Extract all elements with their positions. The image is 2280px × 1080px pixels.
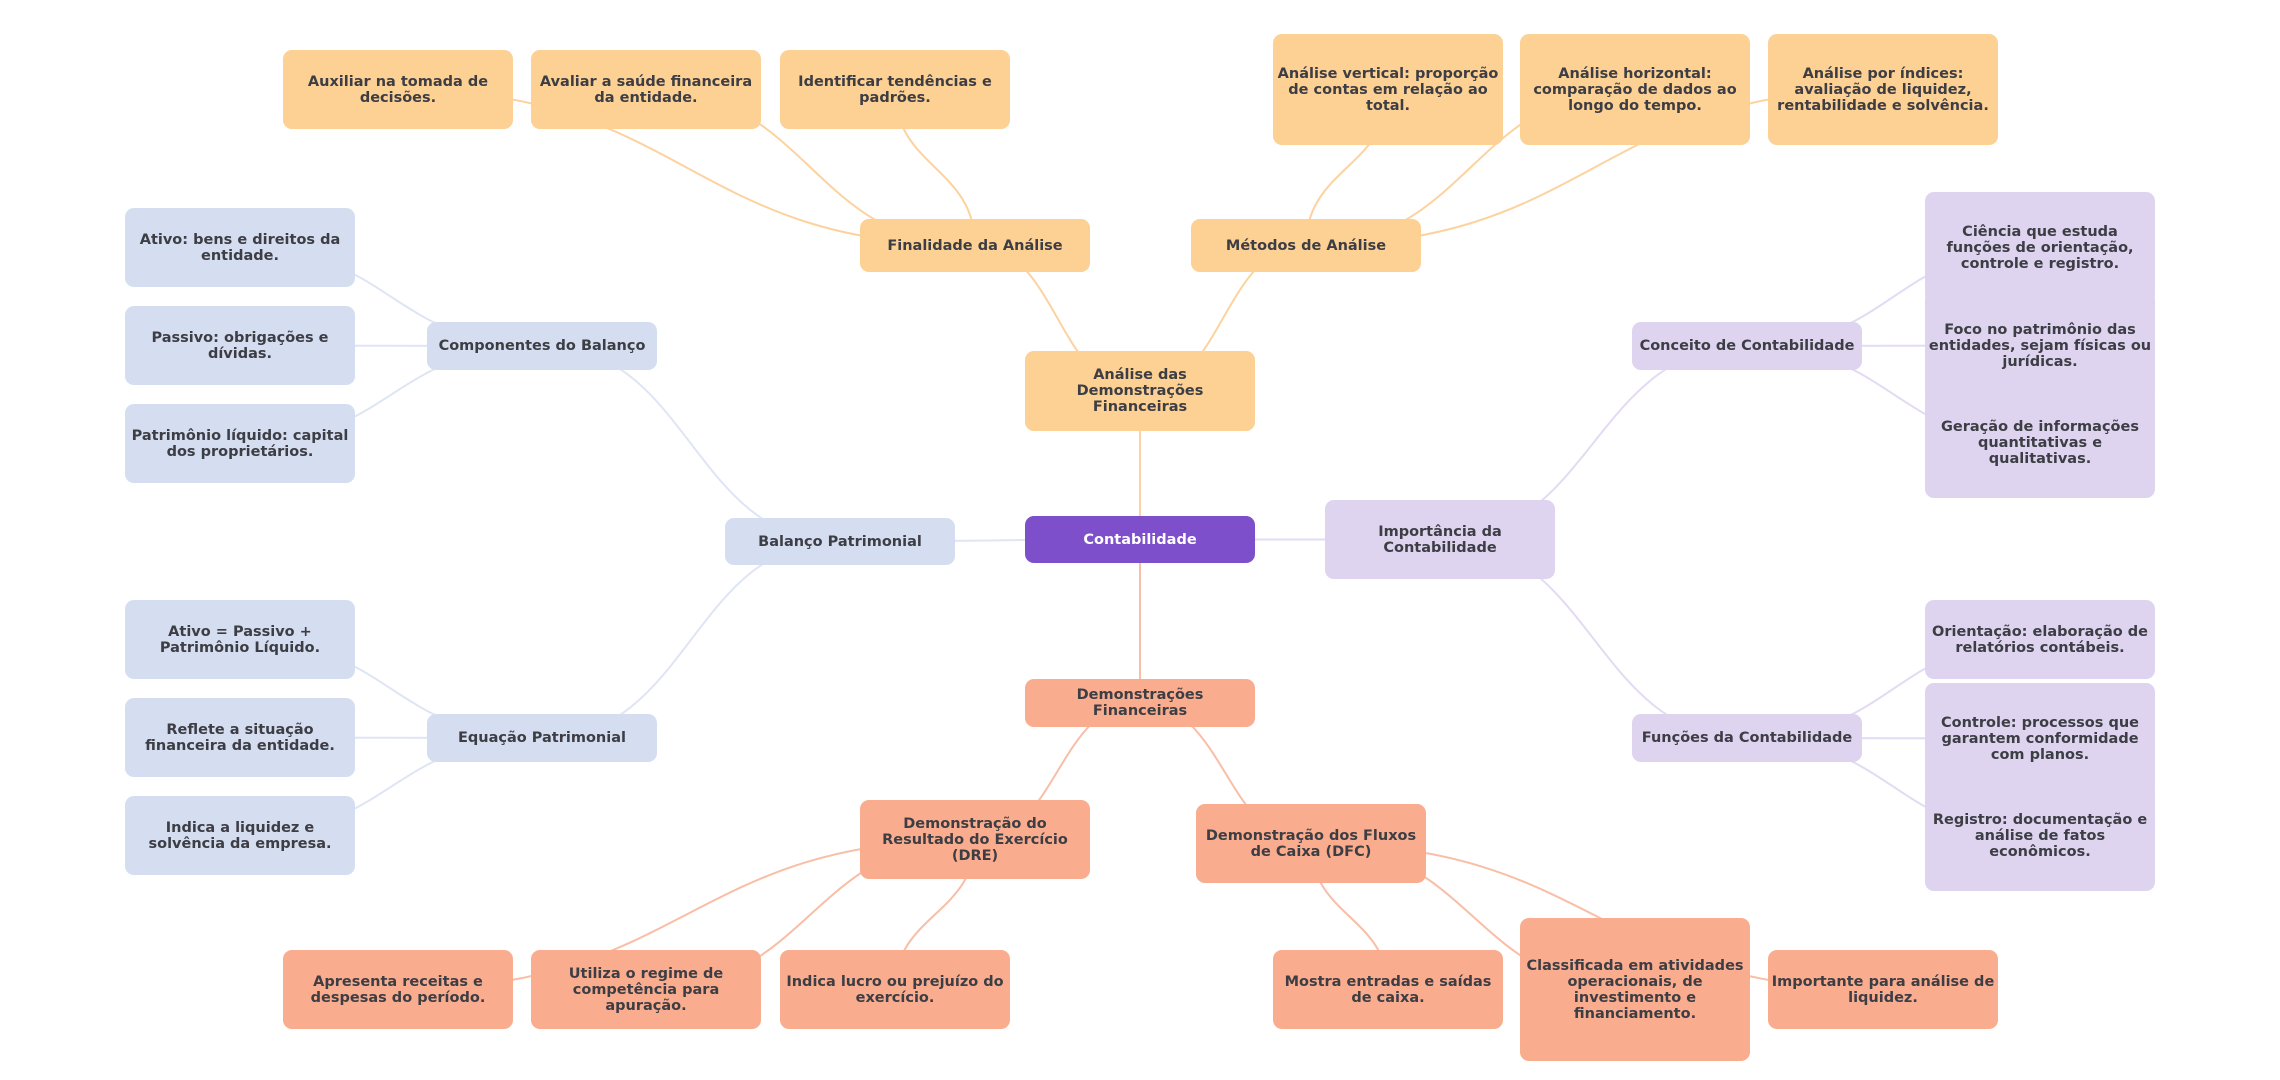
- node-label: Ativo: bens e direitos da entidade.: [139, 231, 341, 264]
- node-label: Mostra entradas e saídas de caixa.: [1284, 973, 1492, 1006]
- node-label: Análise vertical: proporção de contas em…: [1277, 65, 1499, 114]
- node-label: Demonstrações Financeiras: [1076, 687, 1204, 719]
- leaf-ativo[interactable]: Ativo: bens e direitos da entidade.: [125, 208, 355, 287]
- node-label: Equação Patrimonial: [458, 730, 626, 746]
- node-label: Classificada em atividades operacionais,…: [1526, 957, 1744, 1022]
- node-label: Conceito de Contabilidade: [1639, 338, 1855, 354]
- leaf-registro[interactable]: Registro: documentação e análise de fato…: [1925, 780, 2155, 891]
- leaf-lucro-prejuizo[interactable]: Indica lucro ou prejuízo do exercício.: [780, 950, 1010, 1029]
- leaf-analise-vertical[interactable]: Análise vertical: proporção de contas em…: [1273, 34, 1503, 145]
- node-dre[interactable]: Demonstração do Resultado do Exercício (…: [860, 800, 1090, 879]
- node-label: Demonstração do Resultado do Exercício (…: [882, 815, 1068, 864]
- node-label: Funções da Contabilidade: [1641, 730, 1853, 746]
- node-equacao-patrimonial[interactable]: Equação Patrimonial: [427, 714, 657, 762]
- node-demonstracoes-financeiras[interactable]: Demonstrações Financeiras: [1025, 679, 1255, 727]
- leaf-apresenta-receitas[interactable]: Apresenta receitas e despesas do período…: [283, 950, 513, 1029]
- node-label: Importante para análise de liquidez.: [1771, 973, 1995, 1006]
- node-funcoes-contabilidade[interactable]: Funções da Contabilidade: [1632, 714, 1862, 762]
- leaf-foco-patrimonio[interactable]: Foco no patrimônio das entidades, sejam …: [1925, 290, 2155, 401]
- node-label: Registro: documentação e análise de fato…: [1932, 811, 2148, 860]
- node-label: Indica lucro ou prejuízo do exercício.: [786, 973, 1004, 1006]
- node-metodos-analise[interactable]: Métodos de Análise: [1191, 219, 1421, 272]
- node-label: Auxiliar na tomada de decisões.: [307, 73, 489, 106]
- node-label: Componentes do Balanço: [438, 338, 646, 354]
- node-label: Indica a liquidez e solvência da empresa…: [148, 819, 332, 852]
- leaf-ciencia[interactable]: Ciência que estuda funções de orientação…: [1925, 192, 2155, 303]
- leaf-classificada-atividades[interactable]: Classificada em atividades operacionais,…: [1520, 918, 1750, 1061]
- leaf-identificar-tendencias[interactable]: Identificar tendências e padrões.: [780, 50, 1010, 129]
- leaf-reflete-situacao[interactable]: Reflete a situação financeira da entidad…: [125, 698, 355, 777]
- node-conceito-contabilidade[interactable]: Conceito de Contabilidade: [1632, 322, 1862, 370]
- node-label: Avaliar a saúde financeira da entidade.: [539, 73, 753, 106]
- node-label: Demonstração dos Fluxos de Caixa (DFC): [1205, 827, 1417, 860]
- node-dfc[interactable]: Demonstração dos Fluxos de Caixa (DFC): [1196, 804, 1426, 883]
- leaf-entradas-saidas[interactable]: Mostra entradas e saídas de caixa.: [1273, 950, 1503, 1029]
- node-label: Importância da Contabilidade: [1378, 523, 1502, 556]
- leaf-controle[interactable]: Controle: processos que garantem conform…: [1925, 683, 2155, 794]
- node-label: Contabilidade: [1083, 531, 1197, 548]
- leaf-orientacao[interactable]: Orientação: elaboração de relatórios con…: [1925, 600, 2155, 679]
- node-label: Análise horizontal: comparação de dados …: [1533, 65, 1737, 114]
- leaf-importante-liquidez[interactable]: Importante para análise de liquidez.: [1768, 950, 1998, 1029]
- node-label: Identificar tendências e padrões.: [798, 73, 992, 106]
- node-label: Foco no patrimônio das entidades, sejam …: [1928, 321, 2152, 370]
- leaf-geracao-informacoes[interactable]: Geração de informações quantitativas e q…: [1925, 387, 2155, 498]
- node-importancia-contabilidade[interactable]: Importância da Contabilidade: [1325, 500, 1555, 579]
- node-label: Patrimônio líquido: capital dos propriet…: [131, 427, 349, 460]
- node-label: Análise por índices: avaliação de liquid…: [1777, 65, 1989, 114]
- leaf-regime-competencia[interactable]: Utiliza o regime de competência para apu…: [531, 950, 761, 1029]
- leaf-indica-liquidez[interactable]: Indica a liquidez e solvência da empresa…: [125, 796, 355, 875]
- node-label: Métodos de Análise: [1225, 237, 1387, 254]
- node-label: Passivo: obrigações e dívidas.: [151, 329, 329, 362]
- leaf-analise-indices[interactable]: Análise por índices: avaliação de liquid…: [1768, 34, 1998, 145]
- node-label: Utiliza o regime de competência para apu…: [568, 965, 724, 1014]
- leaf-avaliar-saude[interactable]: Avaliar a saúde financeira da entidade.: [531, 50, 761, 129]
- leaf-analise-horizontal[interactable]: Análise horizontal: comparação de dados …: [1520, 34, 1750, 145]
- node-analise-demonstracoes[interactable]: Análise das Demonstrações Financeiras: [1025, 351, 1255, 431]
- root-node-contabilidade[interactable]: Contabilidade: [1025, 516, 1255, 563]
- node-label: Ativo = Passivo + Patrimônio Líquido.: [159, 623, 321, 656]
- node-label: Finalidade da Análise: [887, 237, 1063, 254]
- node-label: Ciência que estuda funções de orientação…: [1946, 223, 2134, 272]
- node-label: Geração de informações quantitativas e q…: [1941, 418, 2139, 467]
- leaf-ativo-igual-passivo-pl[interactable]: Ativo = Passivo + Patrimônio Líquido.: [125, 600, 355, 679]
- node-balanco-patrimonial[interactable]: Balanço Patrimonial: [725, 518, 955, 565]
- node-label: Balanço Patrimonial: [758, 533, 922, 550]
- leaf-auxiliar-decisoes[interactable]: Auxiliar na tomada de decisões.: [283, 50, 513, 129]
- connector-balanco-componentes: [541, 345, 841, 543]
- leaf-passivo[interactable]: Passivo: obrigações e dívidas.: [125, 306, 355, 385]
- connector-balanco-equacao: [541, 540, 841, 739]
- node-label: Controle: processos que garantem conform…: [1941, 714, 2139, 763]
- node-finalidade-analise[interactable]: Finalidade da Análise: [860, 219, 1090, 272]
- leaf-patrimonio-liquido[interactable]: Patrimônio líquido: capital dos propriet…: [125, 404, 355, 483]
- node-label: Reflete a situação financeira da entidad…: [145, 721, 335, 754]
- node-label: Apresenta receitas e despesas do período…: [310, 973, 486, 1006]
- node-label: Orientação: elaboração de relatórios con…: [1932, 623, 2148, 656]
- node-componentes-balanco[interactable]: Componentes do Balanço: [427, 322, 657, 370]
- node-label: Análise das Demonstrações Financeiras: [1076, 367, 1204, 415]
